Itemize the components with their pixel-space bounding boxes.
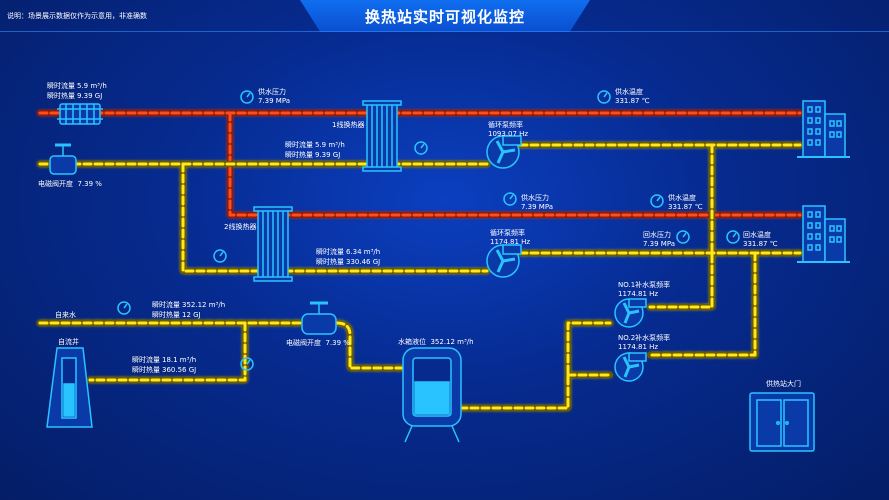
exchanger-2-label: 2线换热器 xyxy=(224,223,257,231)
makeup-pump-1-readout: NO.1补水泵频率 1174.81 Hz xyxy=(618,281,671,298)
valve1-readout: 电磁阀开度 7.39 % xyxy=(38,180,102,188)
pump-1-readout: 循环泵频率 1093.07 Hz xyxy=(488,121,529,138)
supply-temp-1: 供水温度 331.87 ℃ xyxy=(615,88,650,105)
valve-icon[interactable] xyxy=(301,301,337,335)
heat-exchanger-icon xyxy=(253,206,293,282)
title-bar xyxy=(300,0,590,32)
valve-icon[interactable] xyxy=(49,143,77,175)
return-temp: 回水温度 331.87 ℃ xyxy=(743,231,778,248)
supply-pressure-2: 供水压力 7.39 MPa xyxy=(521,194,554,211)
gauge-icon xyxy=(726,230,740,244)
heat-exchanger-icon xyxy=(362,100,402,172)
well-label: 自流井 xyxy=(58,338,79,346)
valve2-readout: 电磁阀开度 7.39 % xyxy=(286,339,350,347)
well-icon xyxy=(46,347,93,428)
gauge-icon xyxy=(117,301,131,315)
building-icon xyxy=(797,205,850,263)
pump-2-readout: 循环泵频率 1174.81 Hz xyxy=(490,229,531,246)
exchanger-1-label: 1线换热器 xyxy=(332,121,365,129)
pump-icon[interactable] xyxy=(486,244,522,278)
disclaimer-note: 说明：场景展示数据仅作为示意用，非准确数 xyxy=(7,12,147,20)
supply-temp-2: 供水温度 331.87 ℃ xyxy=(668,194,703,211)
gauge-icon xyxy=(676,230,690,244)
tank-level: 水箱液位 352.12 m³/h xyxy=(398,338,474,346)
pump-icon[interactable] xyxy=(614,298,647,328)
gauge-icon xyxy=(240,357,254,371)
makeup-pump-2-readout: NO.2补水泵频率 1174.81 Hz xyxy=(618,334,671,351)
gauge-icon xyxy=(213,249,227,263)
return-pressure: 回水压力 7.39 MPa xyxy=(643,231,676,248)
pump-icon[interactable] xyxy=(614,352,647,382)
page-title: 换热站实时可视化监控 xyxy=(364,8,525,26)
gauge-icon xyxy=(240,90,254,104)
supply-pressure-1: 供水压力 7.39 MPa xyxy=(258,88,291,105)
gate-label: 供热站大门 xyxy=(766,380,801,388)
tank-icon xyxy=(402,347,462,443)
title-divider xyxy=(0,31,889,32)
tap-water-label: 自来水 xyxy=(55,311,76,319)
gauge-icon xyxy=(503,192,517,206)
building-icon xyxy=(797,100,850,158)
gauge-icon xyxy=(597,90,611,104)
gauge-icon xyxy=(650,194,664,208)
pump-icon[interactable] xyxy=(486,135,522,169)
radiator-icon xyxy=(57,103,103,125)
gauge-icon xyxy=(414,141,428,155)
gate-icon xyxy=(749,392,815,452)
